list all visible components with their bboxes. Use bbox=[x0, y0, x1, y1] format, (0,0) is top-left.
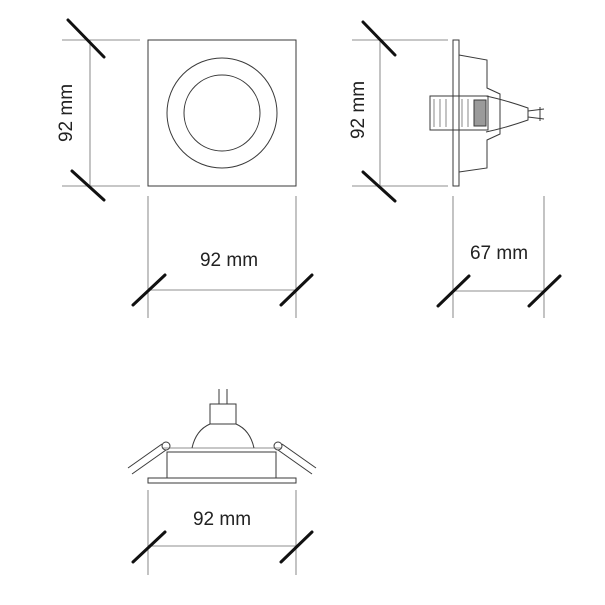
side-depth-dimension: 67 mm bbox=[436, 196, 562, 318]
side-lamp-base bbox=[473, 99, 487, 127]
dim-tick bbox=[436, 274, 471, 308]
front-inner-ring bbox=[183, 74, 261, 152]
side-reflector bbox=[485, 95, 529, 133]
bottom-body bbox=[166, 451, 277, 478]
bottom-lamp-neck bbox=[209, 403, 237, 425]
bottom-width-dimension: 92 mm bbox=[131, 490, 314, 575]
side-depth-label: 67 mm bbox=[470, 243, 528, 264]
bottom-clip-hinge bbox=[161, 441, 171, 451]
dim-tick bbox=[131, 273, 167, 307]
front-height-dimension: 92 mm bbox=[56, 18, 140, 202]
front-view: 92 mm 92 mm bbox=[56, 18, 314, 318]
bottom-clip-right-inner bbox=[281, 443, 317, 469]
front-width-dimension: 92 mm bbox=[131, 196, 314, 318]
bottom-clip-hinge bbox=[273, 441, 283, 451]
side-height-label: 92 mm bbox=[348, 81, 369, 139]
dim-tick bbox=[279, 273, 314, 307]
bottom-clip-right bbox=[277, 449, 313, 475]
side-view: 92 mm 67 mm bbox=[348, 20, 562, 318]
dim-tick bbox=[361, 170, 397, 203]
bottom-flange bbox=[147, 477, 297, 484]
dim-tick bbox=[66, 18, 106, 59]
front-outer-ring bbox=[166, 57, 278, 169]
dim-tick bbox=[70, 169, 106, 202]
side-body bbox=[458, 54, 501, 173]
front-square-plate bbox=[147, 39, 297, 187]
side-pin bbox=[527, 116, 545, 120]
side-lamp-housing bbox=[429, 95, 489, 131]
bottom-clip-left-inner bbox=[127, 443, 163, 469]
side-pin bbox=[527, 108, 545, 112]
side-height-dimension: 92 mm bbox=[348, 20, 448, 203]
bottom-width-label: 92 mm bbox=[193, 509, 251, 530]
side-faceplate bbox=[452, 39, 460, 187]
dim-tick bbox=[527, 274, 562, 308]
bottom-reflector-dome bbox=[191, 423, 255, 449]
front-height-label: 92 mm bbox=[56, 84, 77, 142]
dim-tick bbox=[131, 530, 167, 564]
dim-tick bbox=[279, 530, 314, 564]
bottom-clip-left bbox=[131, 449, 167, 475]
bottom-view: 92 mm bbox=[127, 389, 317, 575]
front-width-label: 92 mm bbox=[200, 250, 258, 271]
dim-tick bbox=[361, 20, 397, 57]
